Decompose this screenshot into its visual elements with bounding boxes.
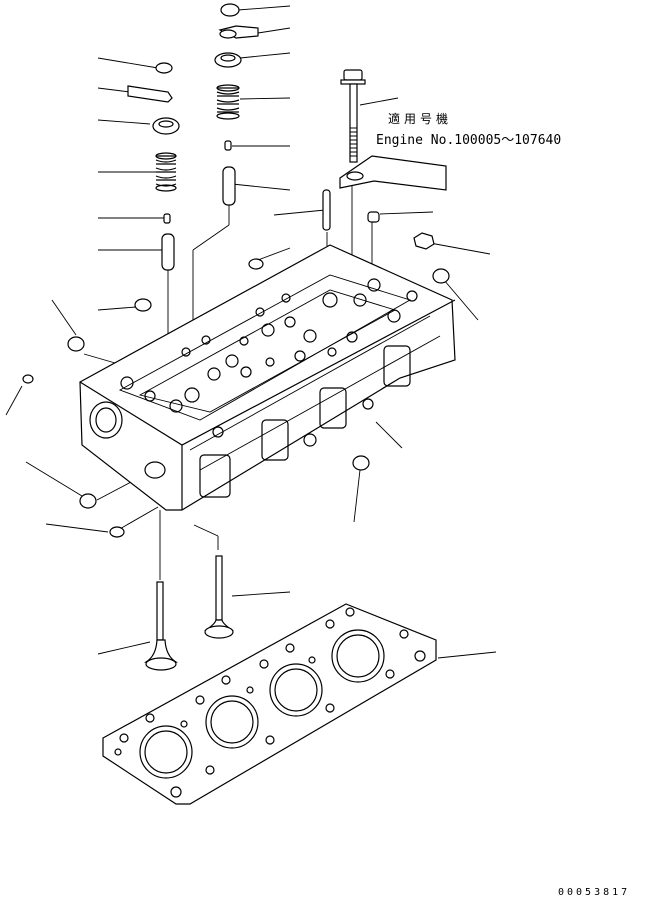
valve-train-stack-center: [192, 3, 259, 380]
leader-lines: [5, 5, 497, 659]
head-bolt-assembly: [22, 69, 450, 538]
cylinder-head: [79, 244, 456, 511]
applicability-range: Engine No.100005～107640: [376, 133, 562, 148]
drawing-number: 00053817: [558, 887, 631, 898]
valves: [143, 510, 234, 671]
valve-train-stack-left: [127, 62, 180, 370]
applicability-title: 適用号機: [388, 112, 453, 126]
head-gasket: [102, 603, 437, 805]
